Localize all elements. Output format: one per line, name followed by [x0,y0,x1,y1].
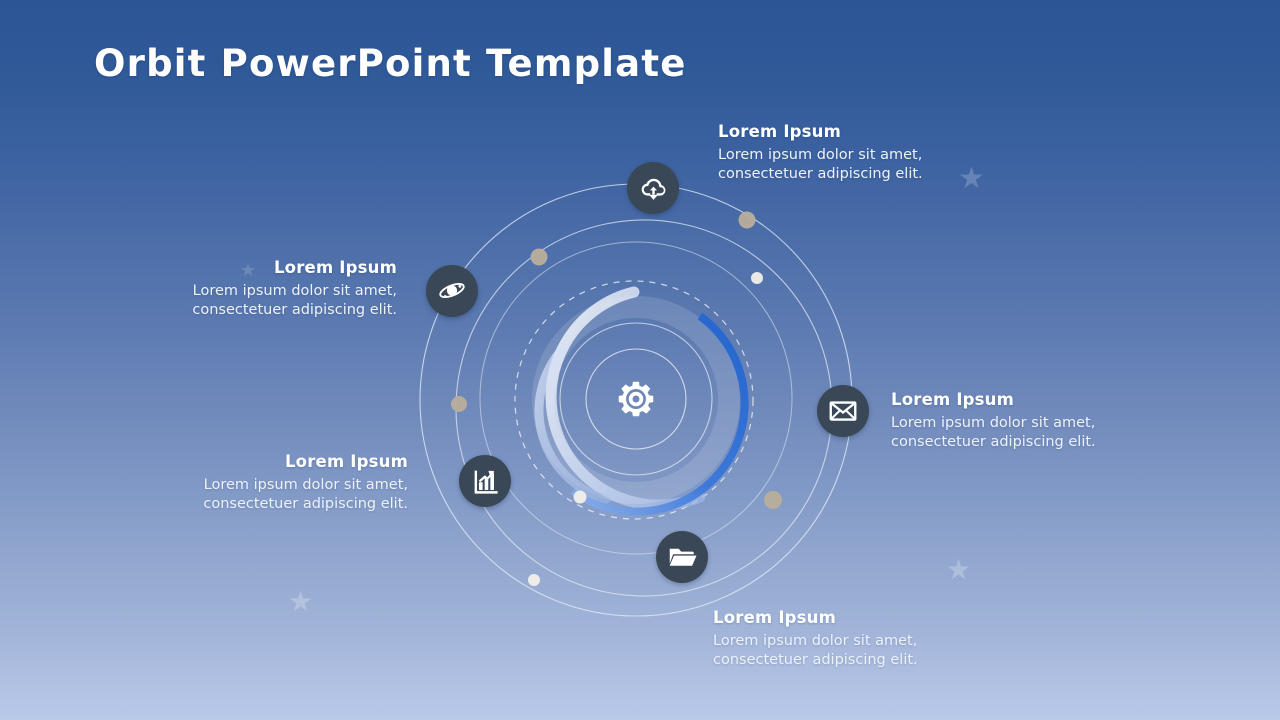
core-arc-light [545,286,706,511]
star-decoration: ★ [958,161,985,196]
label-top-right: Lorem Ipsum Lorem ipsum dolor sit amet, … [718,122,1018,185]
label-body: Lorem ipsum dolor sit amet, consectetuer… [718,147,923,183]
orbit-planet-dot [573,490,587,504]
star-decoration: ★ [288,585,314,618]
folder-icon [669,548,697,566]
envelope-icon [829,401,857,421]
orbit-ring-second [455,219,833,597]
node-folder[interactable] [656,531,708,583]
orbit-planet-dot [528,574,540,586]
label-body: Lorem ipsum dolor sit amet, consectetuer… [713,633,918,669]
bar-chart-icon [474,470,498,494]
node-planet[interactable] [426,265,478,317]
orbit-ring-dashed [514,280,754,520]
label-title: Lorem Ipsum [284,452,408,471]
star-decoration: ★ [240,260,257,281]
core-circle-inner [585,348,687,450]
label-title: Lorem Ipsum [713,608,837,627]
orbit-planet-dot [530,248,548,266]
orbit-planet-dot [764,491,782,509]
label-bottom: Lorem Ipsum Lorem ipsum dolor sit amet, … [713,608,1013,671]
planet-icon [439,282,465,299]
node-bar-chart[interactable] [459,455,511,507]
label-body: Lorem ipsum dolor sit amet, consectetuer… [192,283,397,319]
label-title: Lorem Ipsum [273,258,397,277]
label-title: Lorem Ipsum [891,390,1015,409]
orbit-ring-third [479,241,793,555]
star-decoration: ★ [946,553,972,586]
label-right: Lorem Ipsum Lorem ipsum dolor sit amet, … [891,390,1191,453]
orbit-planet-dot [751,272,763,284]
core-arc-thin [534,347,611,504]
label-body: Lorem ipsum dolor sit amet, consectetuer… [203,477,408,513]
label-title: Lorem Ipsum [718,122,842,141]
node-cloud-download[interactable] [627,162,679,214]
center-gear [612,375,660,423]
orbit-planet-dot [738,211,756,229]
core-circle-mid [559,322,713,476]
cloud-download-icon [641,178,665,200]
label-left-top: Lorem Ipsum Lorem ipsum dolor sit amet, … [107,258,397,321]
orbit-planet-dot [451,396,467,412]
page-title: Orbit PowerPoint Template [94,42,687,85]
label-body: Lorem ipsum dolor sit amet, consectetuer… [891,415,1096,451]
core-arc-blue [570,312,749,516]
node-envelope[interactable] [817,385,869,437]
gear-icon [618,381,654,417]
label-left-bottom: Lorem Ipsum Lorem ipsum dolor sit amet, … [118,452,408,515]
